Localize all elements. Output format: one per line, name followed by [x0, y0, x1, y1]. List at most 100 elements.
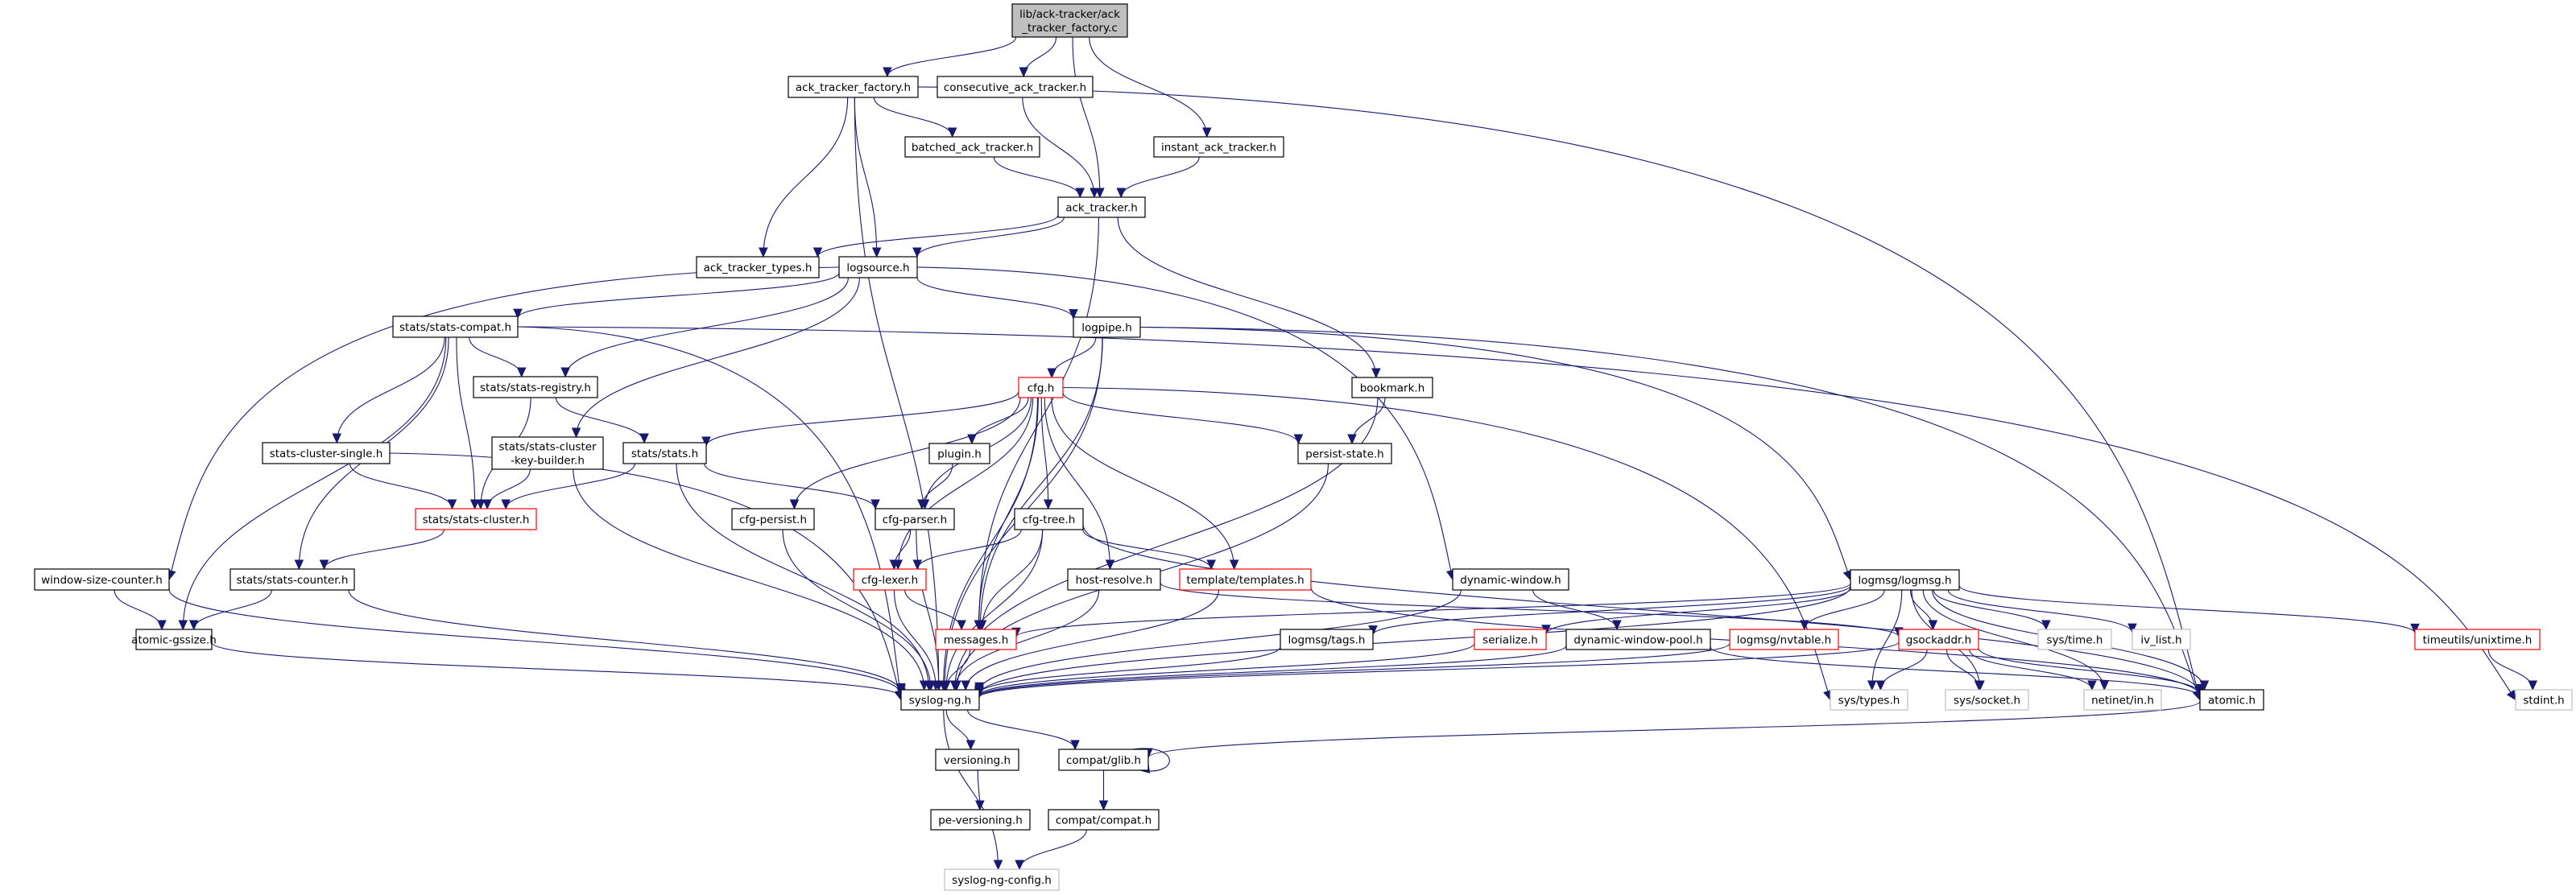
node-sys-time-h[interactable]: sys/time.h — [2037, 629, 2112, 650]
node-sys-socket-h[interactable]: sys/socket.h — [1945, 689, 2029, 711]
node-label: sys/types.h — [1838, 695, 1900, 707]
node-cfg-parser-h[interactable]: cfg-parser.h — [875, 508, 955, 530]
node-label: -key-builder.h — [511, 455, 585, 468]
node-serialize-h[interactable]: serialize.h — [1474, 629, 1547, 650]
node-label: sys/time.h — [2047, 634, 2103, 647]
node-box — [491, 436, 604, 470]
node-box — [1280, 629, 1374, 650]
node-plugin-h[interactable]: plugin.h — [928, 443, 990, 464]
node-cfg-persist-h[interactable]: cfg-persist.h — [731, 508, 815, 530]
edge-gsockaddr-h-to-netinet-in-h — [1969, 649, 2097, 691]
edge-stats-compat-h-to-stats-cluster-h — [456, 336, 480, 510]
edge-atomic-h-to-compat-glib-h — [1143, 701, 2201, 759]
node-root[interactable]: lib/ack-tracker/ack_tracker_factory.c — [1011, 3, 1128, 38]
node-window-size-counter-h[interactable]: window-size-counter.h — [34, 568, 170, 591]
node-stats-cluster-key-builder-h[interactable]: stats/stats-cluster-key-builder.h — [491, 436, 604, 470]
edge-logmsg-h-to-netinet-in-h — [1922, 589, 2110, 691]
node-label: sys/socket.h — [1954, 695, 2020, 707]
edge-line — [967, 709, 1076, 750]
edge-cfg-parser-h-to-cfg-lexer-h — [889, 529, 912, 571]
node-dynamic-window-h[interactable]: dynamic-window.h — [1452, 568, 1569, 591]
edge-line — [456, 336, 476, 509]
node-compat-compat-h[interactable]: compat/compat.h — [1048, 809, 1160, 831]
node-stats-counter-h[interactable]: stats/stats-counter.h — [229, 568, 355, 591]
edge-line — [954, 589, 1100, 691]
node-batched-ack-tracker-h[interactable]: batched_ack_tracker.h — [904, 136, 1040, 158]
node-instant-ack-tracker-h[interactable]: instant_ack_tracker.h — [1153, 136, 1284, 158]
edge-stats-cluster-key-builder-h-to-stats-cluster-h — [482, 468, 531, 510]
edge-line — [211, 641, 902, 698]
node-ack-tracker-factory-h[interactable]: ack_tracker_factory.h — [788, 76, 919, 98]
node-box — [1067, 568, 1161, 591]
node-box — [1179, 568, 1312, 591]
edge-line — [945, 709, 972, 750]
node-templates-h[interactable]: template/templates.h — [1179, 568, 1312, 591]
node-logmsg-tags-h[interactable]: logmsg/tags.h — [1280, 629, 1374, 650]
node-ack-tracker-h[interactable]: ack_tracker.h — [1057, 196, 1146, 218]
edge-line — [1372, 585, 1851, 635]
node-label: template/templates.h — [1186, 574, 1304, 587]
node-bookmark-h[interactable]: bookmark.h — [1351, 377, 1433, 398]
node-nvtable-h[interactable]: logmsg/nvtable.h — [1729, 629, 1839, 650]
node-logsource-h[interactable]: logsource.h — [838, 256, 918, 278]
node-gsockaddr-h[interactable]: gsockaddr.h — [1898, 629, 1979, 650]
node-box — [900, 689, 980, 711]
node-iv-list-h[interactable]: iv_list.h — [2132, 629, 2191, 650]
arrow-head-icon — [1867, 680, 1877, 691]
node-label: logsource.h — [846, 262, 909, 274]
node-label: iv_list.h — [2140, 634, 2181, 647]
edge-line — [323, 529, 445, 570]
node-box — [1945, 689, 2029, 711]
arrow-head-icon — [870, 499, 880, 510]
node-stats-compat-h[interactable]: stats/stats-compat.h — [392, 316, 519, 338]
node-box — [1351, 377, 1433, 398]
node-stats-h[interactable]: stats/stats.h — [622, 442, 707, 464]
edge-line — [897, 397, 1034, 570]
edge-ack-tracker-h-to-bookmark-h — [1117, 217, 1381, 379]
node-logmsg-h[interactable]: logmsg/logmsg.h — [1850, 569, 1960, 591]
edge-dynamic-window-h-to-syslog-ng-h — [974, 589, 1462, 693]
arrow-head-icon — [447, 499, 457, 510]
node-versioning-h[interactable]: versioning.h — [935, 749, 1019, 771]
edge-line — [1089, 36, 1208, 138]
node-box — [473, 376, 598, 398]
node-compat-glib-h[interactable]: compat/glib.h — [1058, 749, 1149, 771]
node-netinet-in-h[interactable]: netinet/in.h — [2083, 689, 2162, 711]
edge-line — [517, 326, 902, 700]
node-box — [135, 629, 213, 650]
arrow-head-icon — [2127, 623, 2137, 634]
node-ack-tracker-types-h[interactable]: ack_tracker_types.h — [696, 256, 820, 278]
node-sys-types-h[interactable]: sys/types.h — [1830, 689, 1908, 711]
node-label: netinet/in.h — [2091, 695, 2154, 707]
node-unixtime-h[interactable]: timeutils/unixtime.h — [2414, 629, 2541, 650]
node-cfg-tree-h[interactable]: cfg-tree.h — [1014, 508, 1084, 530]
node-cfg-lexer-h[interactable]: cfg-lexer.h — [853, 568, 927, 591]
node-syslog-ng-config-h[interactable]: syslog-ng-config.h — [944, 868, 1060, 891]
arrow-head-icon — [957, 620, 966, 631]
edge-ack-tracker-h-to-ack-tracker-types-h — [812, 214, 1059, 258]
edge-root-to-consecutive-ack-tracker-h — [1019, 36, 1057, 78]
node-label: cfg-lexer.h — [862, 574, 918, 587]
node-logpipe-h[interactable]: logpipe.h — [1073, 316, 1141, 338]
node-stats-cluster-single-h[interactable]: stats-cluster-single.h — [262, 442, 391, 464]
node-persist-state-h[interactable]: persist-state.h — [1297, 443, 1392, 464]
edge-line — [1120, 156, 1200, 198]
node-stdint-h[interactable]: stdint.h — [2515, 689, 2573, 711]
edge-line — [1147, 701, 2201, 758]
edge-line — [1871, 589, 1903, 691]
node-stats-cluster-h[interactable]: stats/stats-cluster.h — [415, 508, 537, 530]
edge-line — [916, 529, 940, 691]
node-stats-registry-h[interactable]: stats/stats-registry.h — [473, 376, 598, 398]
node-consecutive-ack-tracker-h[interactable]: consecutive_ack_tracker.h — [937, 76, 1094, 98]
node-atomic-h[interactable]: atomic.h — [2199, 689, 2264, 711]
node-atomic-gssize-h[interactable]: atomic-gssize.h — [131, 629, 217, 650]
node-dynamic-window-pool-h[interactable]: dynamic-window-pool.h — [1565, 629, 1711, 650]
node-host-resolve-h[interactable]: host-resolve.h — [1067, 568, 1161, 591]
edge-line — [1022, 97, 1095, 198]
arrow-head-icon — [871, 247, 882, 258]
node-pe-versioning-h[interactable]: pe-versioning.h — [930, 809, 1031, 831]
node-syslog-ng-h[interactable]: syslog-ng.h — [900, 689, 980, 711]
node-messages-h[interactable]: messages.h — [935, 629, 1017, 650]
node-cfg-h[interactable]: cfg.h — [1018, 377, 1064, 398]
